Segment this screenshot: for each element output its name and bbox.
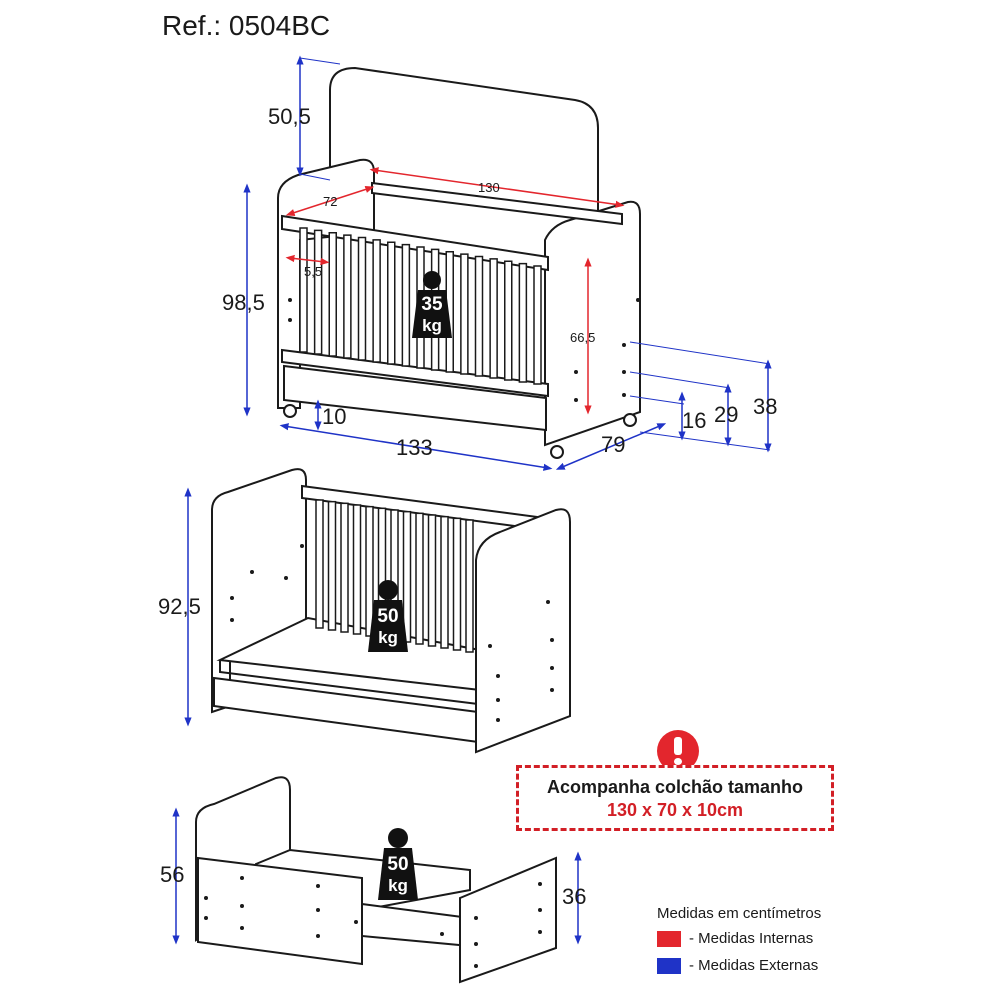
slat bbox=[474, 255, 484, 377]
slat bbox=[465, 519, 474, 653]
slat bbox=[352, 504, 362, 635]
label-side-internal: 66,5 bbox=[570, 330, 595, 345]
slat bbox=[365, 505, 374, 637]
slat bbox=[452, 517, 462, 651]
mini-base bbox=[361, 902, 471, 948]
slat bbox=[401, 243, 411, 367]
mini-front-left-panel bbox=[197, 856, 363, 966]
label-h16: 16 bbox=[682, 408, 706, 433]
bed-left-panel bbox=[211, 468, 307, 714]
svg-text:35: 35 bbox=[421, 294, 443, 315]
label-internal-width: 130 bbox=[478, 180, 500, 195]
crib-holes bbox=[288, 298, 640, 402]
slat bbox=[402, 510, 412, 643]
legend: Medidas em centímetros - Medidas Interna… bbox=[657, 905, 821, 984]
label-rail-gap: 5,5 bbox=[304, 264, 322, 279]
slat bbox=[427, 514, 437, 647]
label-mini-back-height: 56 bbox=[160, 862, 184, 887]
bed-slats bbox=[315, 499, 474, 653]
mattress-notice: Acompanha colchão tamanho 130 x 70 x 10c… bbox=[516, 765, 834, 831]
mini-holes bbox=[204, 876, 542, 968]
slat bbox=[415, 512, 424, 645]
svg-text:kg: kg bbox=[422, 316, 442, 335]
label-crib-depth: 79 bbox=[601, 432, 625, 457]
slat bbox=[357, 236, 367, 361]
bed-drawing bbox=[211, 468, 571, 754]
label-mini-side-height: 36 bbox=[562, 884, 586, 909]
slat bbox=[340, 502, 349, 633]
crib-slats bbox=[299, 227, 542, 385]
mini-weight-icon: 50 kg bbox=[378, 828, 418, 900]
mini-front-right-panel bbox=[459, 856, 557, 984]
label-internal-depth: 72 bbox=[323, 194, 337, 209]
slat bbox=[489, 258, 498, 379]
notice-line-2: 130 x 70 x 10cm bbox=[606, 800, 744, 820]
label-h38: 38 bbox=[753, 394, 777, 419]
crib-internal-dimensions bbox=[285, 167, 625, 415]
slat bbox=[440, 515, 449, 649]
legend-internal-swatch bbox=[657, 930, 681, 947]
reference-code: Ref.: 0504BC bbox=[162, 10, 331, 41]
label-backrest-height: 50,5 bbox=[268, 104, 311, 129]
slat bbox=[343, 234, 352, 359]
crib-right-panel bbox=[544, 200, 641, 447]
slat bbox=[299, 227, 308, 353]
crib-weight-icon: 35 kg bbox=[412, 271, 452, 338]
slat bbox=[518, 262, 528, 383]
bed-right-panel bbox=[475, 508, 571, 754]
slat bbox=[387, 241, 396, 365]
bed-weight-icon: 50 kg bbox=[368, 580, 408, 652]
label-crib-width: 133 bbox=[396, 435, 433, 460]
crib-backrest bbox=[329, 66, 599, 215]
label-bed-height: 92,5 bbox=[158, 594, 201, 619]
crib-dimension-labels: 50,5 98,5 130 72 5,5 66,5 10 133 79 16 2… bbox=[222, 104, 777, 460]
svg-text:kg: kg bbox=[388, 876, 408, 895]
slat bbox=[327, 500, 337, 631]
slat bbox=[315, 499, 324, 629]
mini-drawing bbox=[195, 776, 557, 984]
legend-external-swatch bbox=[657, 957, 681, 974]
label-caster: 10 bbox=[322, 404, 346, 429]
label-crib-height: 98,5 bbox=[222, 290, 265, 315]
slat bbox=[533, 265, 542, 385]
slat bbox=[504, 260, 513, 381]
svg-text:50: 50 bbox=[377, 606, 398, 627]
legend-external: - Medidas Externas bbox=[657, 957, 821, 974]
slat bbox=[372, 239, 381, 363]
svg-text:kg: kg bbox=[378, 628, 398, 647]
svg-text:50: 50 bbox=[387, 854, 408, 875]
legend-internal: - Medidas Internas bbox=[657, 930, 821, 947]
crib-front-bottom-rail bbox=[281, 348, 549, 398]
legend-internal-label: - Medidas Internas bbox=[689, 930, 814, 947]
legend-external-label: - Medidas Externas bbox=[689, 957, 819, 974]
notice-line-1: Acompanha colchão tamanho bbox=[546, 777, 804, 797]
legend-title: Medidas em centímetros bbox=[657, 905, 822, 922]
slat bbox=[328, 232, 337, 357]
crib-external-dimensions bbox=[243, 55, 772, 471]
slat bbox=[313, 229, 323, 355]
label-h29: 29 bbox=[714, 402, 738, 427]
slat bbox=[460, 253, 469, 375]
bed-holes bbox=[230, 544, 554, 722]
